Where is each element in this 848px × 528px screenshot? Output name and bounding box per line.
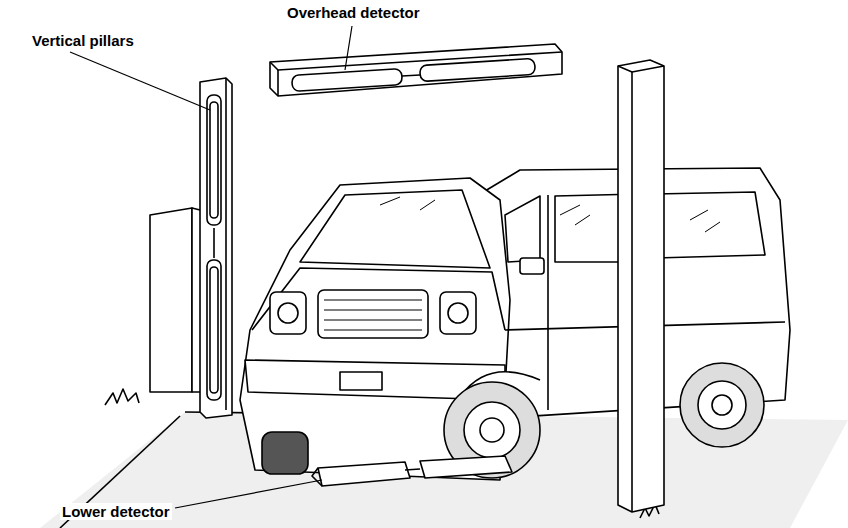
part-label: Lower detector [60,503,172,520]
part-label: Vertical pillars [30,32,136,49]
part-label: Overhead detector [285,4,422,21]
